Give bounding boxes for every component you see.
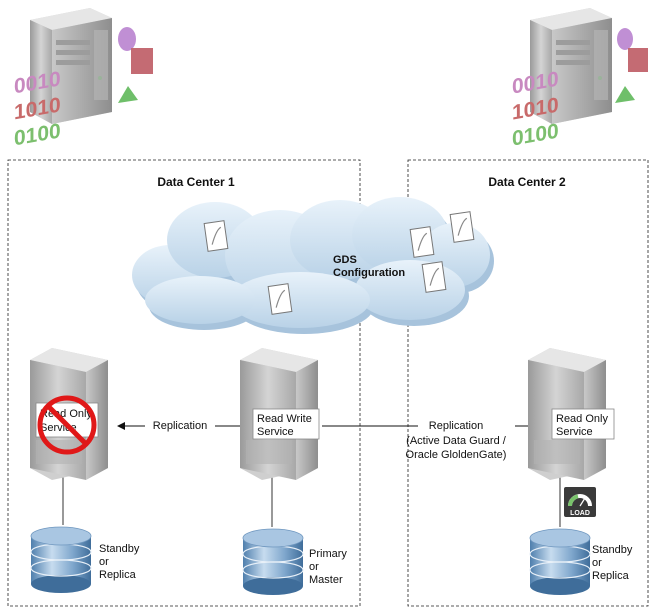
gds-catalog-document-icon — [267, 283, 293, 315]
right-db-label-2: or — [592, 557, 602, 569]
right-database-icon — [529, 528, 591, 595]
gds-catalog-document-icon — [203, 220, 229, 252]
left-db-label-2: or — [99, 556, 109, 568]
data-center-1-title: Data Center 1 — [157, 175, 235, 189]
binary-row-3: 0100 — [512, 120, 559, 151]
replication-left-label: Replication — [153, 420, 207, 432]
data-center-1-box — [7, 159, 361, 607]
data-center-2-box — [407, 159, 649, 607]
gds-label: GDS — [333, 254, 357, 266]
left-database-icon — [30, 526, 92, 593]
app-server-left-icon — [30, 8, 112, 124]
right-service-box — [551, 408, 615, 440]
left-db-label-3: Replica — [99, 569, 137, 581]
gds-configuration-label: Configuration — [333, 267, 405, 279]
disabled-service-icon — [37, 395, 97, 455]
right-db-label-3: Replica — [592, 570, 630, 582]
replication-right-detail-2: Oracle GloldenGate) — [406, 449, 507, 461]
middle-service-label-2: Service — [257, 426, 294, 438]
right-service-label-1: Read Only — [556, 413, 608, 425]
shapes-right-icon — [615, 28, 648, 103]
right-database-server-icon — [528, 348, 606, 480]
app-server-right-icon — [530, 8, 612, 124]
middle-db-label-2: or — [309, 561, 319, 573]
binary-data-left-icon: 0010 1010 0100 — [14, 67, 61, 150]
gds-catalog-document-icon — [449, 211, 475, 243]
middle-db-label-1: Primary — [309, 548, 347, 560]
middle-service-box — [252, 408, 320, 440]
shapes-left-icon — [118, 27, 153, 103]
left-db-label-1: Standby — [99, 543, 140, 555]
replication-right-label: Replication — [429, 420, 483, 432]
data-center-2-title: Data Center 2 — [488, 175, 566, 189]
replication-right-detail-1: (Active Data Guard / — [406, 435, 507, 447]
binary-data-right-icon: 0010 1010 0100 — [512, 68, 559, 151]
right-service-label-2: Service — [556, 426, 593, 438]
middle-service-label-1: Read Write — [257, 413, 312, 425]
gds-catalog-document-icon — [421, 261, 447, 293]
load-label: LOAD — [570, 510, 590, 517]
binary-row-3: 0100 — [14, 119, 61, 150]
gds-catalog-document-icon — [409, 226, 435, 258]
right-db-label-1: Standby — [592, 544, 633, 556]
left-service-label-1: Read Only — [40, 408, 92, 420]
load-gauge-icon: LOAD — [564, 487, 596, 517]
middle-db-label-3: Master — [309, 574, 343, 586]
middle-database-icon — [242, 528, 304, 595]
